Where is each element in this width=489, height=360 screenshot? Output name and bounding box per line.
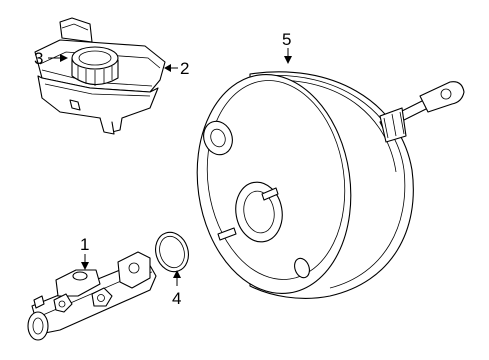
callout-4: 4 (172, 289, 181, 308)
arrow-3 (60, 54, 68, 62)
callout-leaders (48, 48, 292, 286)
master-cylinder[interactable] (27, 251, 157, 341)
brake-booster[interactable] (183, 64, 465, 303)
arrow-1 (81, 262, 89, 270)
callout-5: 5 (282, 30, 291, 49)
callout-2: 2 (180, 59, 189, 78)
callout-1: 1 (80, 235, 89, 254)
o-ring-seal[interactable] (151, 228, 194, 276)
arrow-4 (173, 270, 181, 278)
callout-3: 3 (34, 49, 43, 68)
arrow-5 (284, 56, 292, 64)
reservoir-cap[interactable] (71, 46, 119, 86)
arrow-2 (164, 64, 171, 72)
